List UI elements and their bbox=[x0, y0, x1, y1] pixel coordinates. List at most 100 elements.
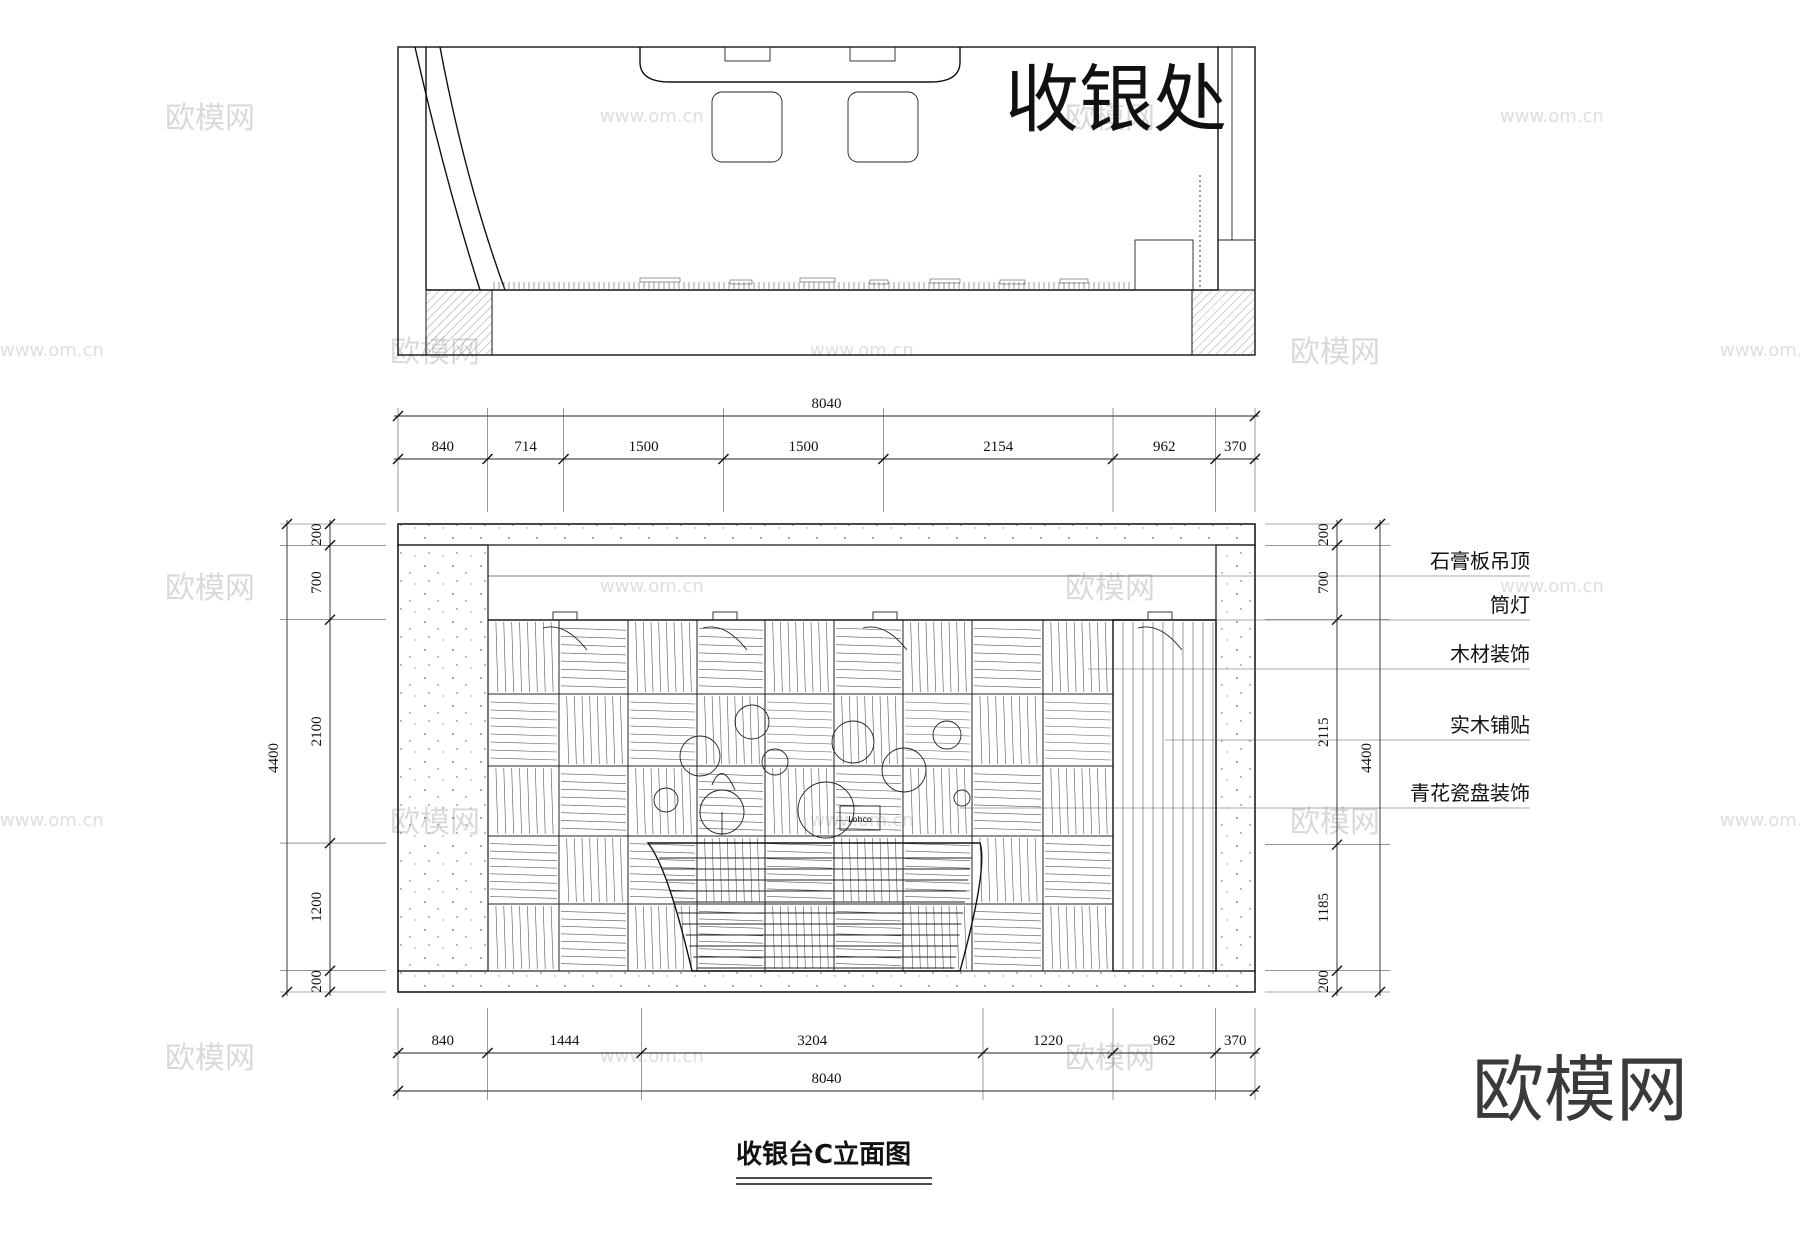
wood-grain bbox=[941, 905, 944, 970]
wood-grain bbox=[666, 767, 669, 835]
wood-grain bbox=[698, 669, 764, 672]
wood-grain bbox=[511, 767, 514, 835]
dim-tick bbox=[1331, 518, 1343, 530]
wood-grain bbox=[581, 837, 585, 903]
floor-strip-item bbox=[1059, 278, 1089, 284]
wood-tile bbox=[902, 619, 973, 695]
wood-grain bbox=[1058, 621, 1061, 693]
downlight-beam bbox=[1137, 626, 1183, 651]
wood-grain bbox=[766, 881, 833, 884]
wood-grain bbox=[1034, 695, 1038, 765]
wood-grain bbox=[650, 767, 654, 835]
wood-grain bbox=[574, 837, 577, 903]
wood-grain bbox=[489, 717, 558, 721]
wood-grain bbox=[560, 781, 627, 784]
wood-grain bbox=[766, 850, 833, 854]
wood-grain bbox=[698, 627, 764, 631]
wood-grain bbox=[635, 767, 638, 835]
wood-grain bbox=[560, 933, 627, 937]
dim-value: 200 bbox=[1316, 970, 1332, 993]
wood-grain bbox=[643, 767, 646, 835]
wood-grain bbox=[757, 837, 760, 903]
wood-grain bbox=[803, 621, 806, 693]
wood-tile bbox=[696, 619, 766, 695]
wood-grain bbox=[818, 767, 821, 835]
wood-grain bbox=[643, 905, 646, 970]
dim-value: 962 bbox=[1153, 1033, 1176, 1049]
porcelain-plate bbox=[679, 735, 721, 777]
wood-grain bbox=[835, 677, 902, 680]
wood-grain bbox=[973, 677, 1042, 680]
plan-chair bbox=[847, 91, 919, 163]
wood-grain bbox=[904, 733, 971, 737]
wood-grain bbox=[780, 621, 783, 693]
wood-grain bbox=[698, 926, 764, 929]
wood-grain bbox=[872, 837, 875, 903]
wood-grain bbox=[895, 695, 898, 765]
wood-grain bbox=[964, 621, 967, 693]
wood-grain bbox=[835, 796, 902, 800]
wood-grain bbox=[629, 709, 696, 713]
wood-tile bbox=[971, 693, 1044, 767]
porcelain-plate bbox=[831, 720, 875, 764]
wood-grain bbox=[757, 695, 760, 765]
wood-grain bbox=[560, 644, 627, 647]
wood-grain bbox=[835, 926, 902, 929]
plan-view: 收银处 bbox=[397, 46, 1256, 356]
wood-grain bbox=[704, 695, 707, 765]
wood-grain bbox=[780, 767, 783, 835]
wood-grain bbox=[629, 717, 696, 721]
dim-tick bbox=[324, 986, 336, 998]
wood-tile bbox=[1042, 619, 1114, 695]
wood-grain bbox=[1034, 837, 1038, 903]
wood-grain bbox=[973, 948, 1042, 951]
wood-grain bbox=[973, 789, 1042, 792]
wood-grain bbox=[841, 837, 844, 903]
downlight bbox=[712, 611, 738, 621]
wood-grain bbox=[864, 695, 867, 765]
wood-grain bbox=[835, 940, 902, 944]
wood-grain bbox=[560, 652, 627, 656]
wood-grain bbox=[698, 963, 764, 966]
wood-tile bbox=[558, 835, 629, 905]
wood-grain bbox=[973, 918, 1042, 922]
wood-grain bbox=[698, 948, 764, 951]
wood-grain bbox=[1044, 850, 1112, 854]
wood-grain bbox=[489, 888, 558, 892]
wood-grain bbox=[956, 621, 959, 693]
dim-tick bbox=[1249, 453, 1261, 465]
wood-grain bbox=[1073, 621, 1077, 693]
vase bbox=[699, 773, 745, 835]
dim-value: 200 bbox=[309, 523, 325, 546]
watermark-url: www.om.cn bbox=[600, 576, 704, 597]
wood-grain bbox=[560, 911, 627, 914]
wood-grain bbox=[698, 644, 764, 647]
wood-grain bbox=[560, 926, 627, 929]
wood-grain bbox=[1003, 837, 1006, 903]
wood-grain bbox=[925, 905, 929, 970]
wood-grain bbox=[681, 905, 684, 970]
wood-tile bbox=[627, 619, 698, 695]
porcelain-plate bbox=[881, 747, 927, 793]
wood-grain bbox=[542, 905, 546, 970]
wood-grain bbox=[904, 865, 971, 869]
wood-grain bbox=[864, 837, 867, 903]
wood-grain bbox=[560, 773, 627, 777]
wood-grain bbox=[1011, 837, 1014, 903]
dim-tick bbox=[324, 837, 336, 849]
wood-grain bbox=[973, 940, 1042, 944]
wood-grain bbox=[835, 636, 902, 639]
wood-grain bbox=[495, 767, 499, 835]
wood-grain bbox=[566, 695, 569, 765]
wood-grain bbox=[635, 621, 638, 693]
wood-tile bbox=[1042, 903, 1114, 972]
porcelain-plate bbox=[797, 781, 855, 839]
dim-tick bbox=[1374, 518, 1386, 530]
wood-tile bbox=[558, 765, 629, 837]
wood-grain bbox=[620, 837, 623, 903]
wood-grain bbox=[810, 767, 814, 835]
porcelain-plates bbox=[653, 704, 971, 839]
floor-strip-item bbox=[729, 279, 753, 285]
wood-grain bbox=[904, 896, 971, 899]
